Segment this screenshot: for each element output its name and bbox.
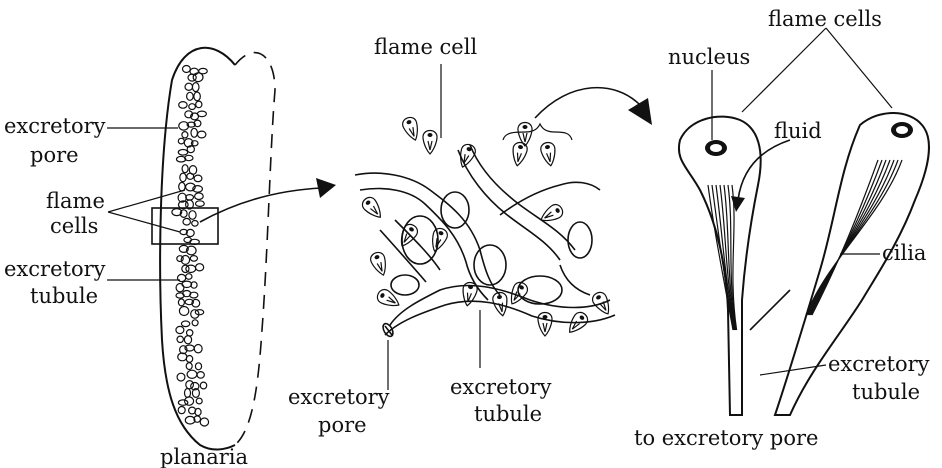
label-nucleus: nucleus xyxy=(668,45,750,69)
label-network-flame-cell: flame cell xyxy=(374,35,477,59)
network-tubules xyxy=(355,145,615,338)
label-excretory-tubule-line1: excretory xyxy=(4,257,106,281)
detail-tubule-join xyxy=(750,290,790,330)
label-flame-cells: flame cells xyxy=(768,7,882,31)
label-fluid: fluid xyxy=(774,119,822,143)
label-excretory-pore-line1: excretory xyxy=(4,114,106,138)
label-cilia: cilia xyxy=(882,241,926,265)
label-excretory-pore-line2: pore xyxy=(30,143,79,167)
arrow-network-to-detail xyxy=(535,88,652,125)
planaria-panel: excretory pore flame cells excretory tub… xyxy=(4,48,275,468)
label-network-tubule-line2: tubule xyxy=(474,402,542,426)
network-flame-bulb xyxy=(456,143,477,170)
caption-planaria: planaria xyxy=(160,445,248,468)
label-flame-cells-line2: cells xyxy=(50,214,98,238)
label-excretory-tubule-line2: tubule xyxy=(30,284,98,308)
network-flame-bulb xyxy=(401,116,422,143)
leader-flame-cells-right xyxy=(826,28,892,108)
left-flame-cell xyxy=(679,117,761,415)
network-flame-bulb xyxy=(360,195,386,222)
label-detail-tubule-line2: tubule xyxy=(852,380,920,404)
network-flame-bulb xyxy=(375,287,402,311)
network-flame-bulb xyxy=(369,251,390,278)
label-network-pore-line2: pore xyxy=(318,413,367,437)
network-flame-bulb xyxy=(423,131,437,155)
detail-panel: flame cells nucleus fluid cilia excretor… xyxy=(634,7,930,450)
network-flame-bulb xyxy=(492,291,510,317)
label-network-pore-line1: excretory xyxy=(288,385,390,409)
network-flame-bulb xyxy=(396,222,420,249)
label-detail-tubule-line1: excretory xyxy=(828,352,930,376)
label-flame-cells-line1: flame xyxy=(46,189,105,213)
leader-flame-cells-left xyxy=(742,28,826,112)
label-network-tubule-line1: excretory xyxy=(450,375,552,399)
caption-to-excretory-pore: to excretory pore xyxy=(634,426,818,450)
planaria-dashed-edge xyxy=(235,53,275,445)
network-flame-bulb xyxy=(538,313,552,337)
network-flame-bulb xyxy=(540,141,558,167)
network-flame-cells xyxy=(360,116,614,337)
network-flame-bulb xyxy=(538,202,565,226)
network-brace xyxy=(503,124,572,140)
